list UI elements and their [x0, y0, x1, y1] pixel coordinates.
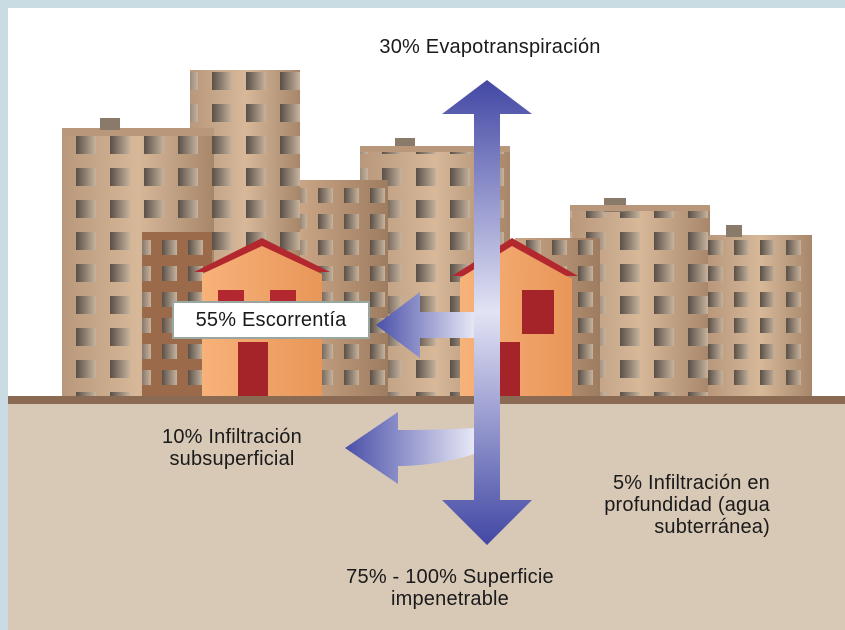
shallow-infiltration-label: 10% Infiltración subsuperficial	[112, 426, 352, 470]
runoff-arrow	[376, 292, 474, 358]
vertical-double-arrow	[442, 80, 532, 545]
impervious-surface-line-1: 75% - 100% Superficie	[346, 566, 554, 588]
ground-surface-line	[8, 396, 845, 404]
deep-infiltration-line-1: 5% Infiltración en	[612, 472, 770, 494]
deep-infiltration-label: 5% Infiltración en profundidad (agua sub…	[540, 472, 770, 538]
deep-infiltration-line-3: subterránea)	[654, 516, 770, 538]
water-flow-arrows	[345, 80, 532, 545]
runoff-label: 55% Escorrentía	[172, 301, 370, 339]
deep-infiltration-line-2: profundidad (agua	[604, 494, 770, 516]
evapotranspiration-label: 30% Evapotranspiración	[379, 36, 601, 58]
impervious-surface-line-2: impenetrable	[390, 588, 510, 610]
shallow-infiltration-line-2: subsuperficial	[169, 448, 295, 470]
shallow-infiltration-line-1: 10% Infiltración	[162, 426, 302, 448]
impervious-surface-label: 75% - 100% Superficie impenetrable	[280, 566, 620, 610]
shallow-infiltration-arrow	[345, 412, 474, 484]
